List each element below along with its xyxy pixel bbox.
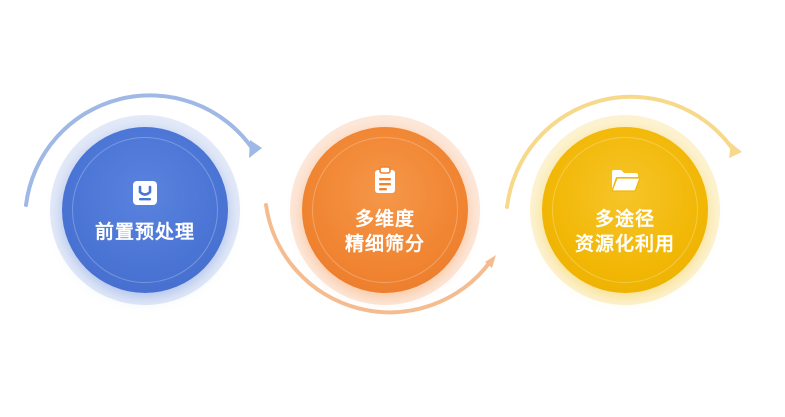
arc-1 [24, 93, 254, 207]
step-1-circle: 前置预处理 [62, 127, 228, 293]
step-3: 多途径 资源化利用 [530, 115, 720, 305]
step-2-circle: 多维度 精细筛分 [302, 127, 468, 293]
step-2: 多维度 精细筛分 [290, 115, 480, 305]
arc-2-arrowhead [485, 255, 496, 268]
step-2-label-line-2: 精细筛分 [344, 233, 425, 255]
arc-1-arrowhead [249, 140, 262, 158]
step-3-circle: 多途径 资源化利用 [542, 127, 708, 293]
step-3-label-line-1: 多途径 [594, 208, 655, 230]
arc-2 [264, 203, 492, 315]
step-2-label-line-1: 多维度 [354, 208, 415, 230]
arc-3 [505, 94, 734, 209]
arc-3-arrowhead [729, 143, 742, 158]
step-1-label-line-1: 前置预处理 [94, 220, 195, 243]
folder-icon [608, 163, 642, 197]
shopping-bag-icon [128, 176, 162, 210]
step-3-label-line-2: 资源化利用 [574, 233, 675, 255]
clipboard-icon [368, 163, 402, 197]
step-1: 前置预处理 [50, 115, 240, 305]
